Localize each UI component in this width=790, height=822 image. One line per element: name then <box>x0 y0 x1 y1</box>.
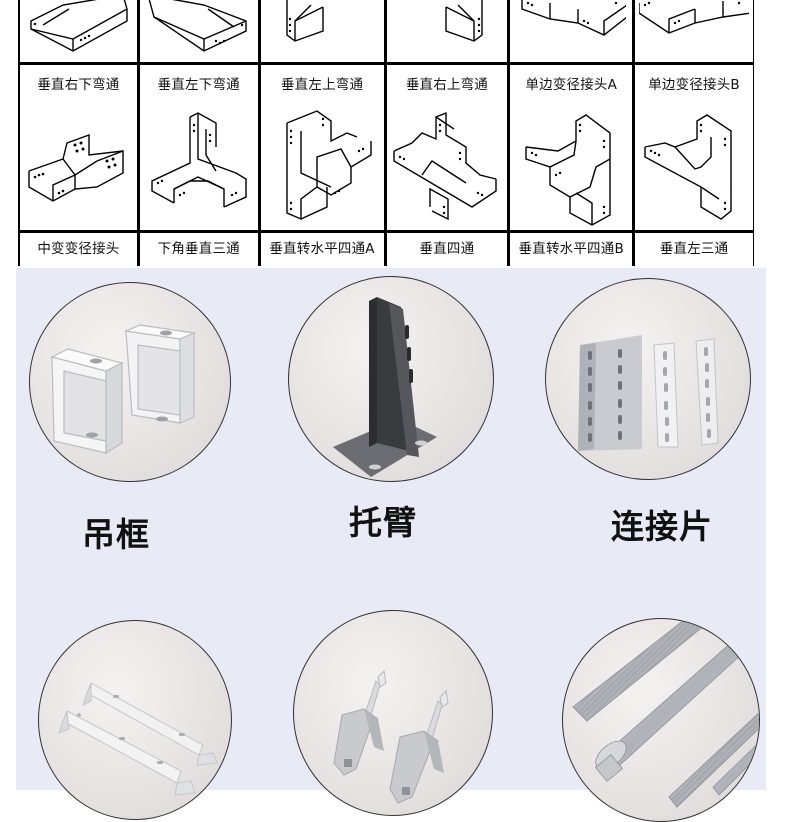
fitting-label: 单边变径接头A <box>525 77 618 93</box>
vertical-left-tee-icon <box>635 103 753 233</box>
fitting-label: 垂直左下弯通 <box>157 77 240 93</box>
fitting-cell: 垂直右上弯通 <box>386 0 511 103</box>
fitting-label: 垂直右下弯通 <box>37 77 120 93</box>
accessory-item <box>562 618 760 822</box>
fittings-table: 垂直右下弯通 垂直左下弯通 垂直左上弯通 垂直右上弯通 单边变径接头A <box>18 0 754 266</box>
fitting-cell: 垂直左上弯通 <box>260 0 387 103</box>
clamp-bolt-photo <box>293 610 493 816</box>
lower-corner-vertical-tee-icon <box>139 103 258 233</box>
fitting-label: 垂直转水平四通A <box>269 241 375 257</box>
accessories-panel: 吊框 托臂 连接片 <box>16 268 766 822</box>
fitting-label: 垂直四通 <box>419 241 475 257</box>
single-side-reducer-a-icon <box>510 0 633 65</box>
accessory-label: 连接片 <box>611 507 713 546</box>
fittings-row-1: 垂直右下弯通 垂直左下弯通 垂直左上弯通 垂直右上弯通 单边变径接头A <box>20 0 753 106</box>
accessory-label: 吊框 <box>82 515 150 554</box>
vertical-to-horizontal-cross-b-icon <box>510 103 633 233</box>
vertical-right-down-bend-icon <box>20 0 137 65</box>
fitting-cell: 垂直右下弯通 <box>20 0 140 103</box>
connecting-plate-photo <box>545 278 751 480</box>
fitting-label: 垂直转水平四通B <box>518 241 624 257</box>
fitting-cell: 垂直左下弯通 <box>139 0 261 103</box>
fitting-label: 垂直右上弯通 <box>405 77 489 93</box>
fitting-cell: 单边变径接头A <box>510 0 636 103</box>
hanger-frame-photo <box>29 282 231 482</box>
fitting-cell: 垂直四通 <box>386 103 511 266</box>
accessory-item <box>38 620 232 820</box>
fitting-label: 下角垂直三通 <box>157 241 240 257</box>
fitting-cell: 垂直转水平四通B <box>510 103 636 266</box>
fitting-cell: 单边变径接头B <box>635 0 753 103</box>
vertical-to-horizontal-cross-a-icon <box>260 103 384 233</box>
fitting-label: 垂直左上弯通 <box>280 77 364 93</box>
fitting-label: 中变变径接头 <box>37 241 120 257</box>
fitting-label: 单边变径接头B <box>648 77 740 93</box>
vertical-cross-icon <box>386 103 508 233</box>
accessory-item: 连接片 <box>545 278 751 548</box>
accessory-item: 吊框 <box>29 282 231 556</box>
vertical-right-up-bend-icon <box>386 0 508 65</box>
fitting-label: 垂直左三通 <box>659 241 729 257</box>
wall-bracket-photo <box>38 620 232 820</box>
accessory-item <box>293 610 493 816</box>
support-arm-photo <box>288 276 494 482</box>
accessory-item: 托臂 <box>288 276 494 544</box>
threaded-rod-photo <box>562 618 760 822</box>
fittings-row-2: 中变变径接头 下角垂直三通 垂直转水平四通A 垂直四通 垂直转水平四通B <box>20 103 753 266</box>
fitting-cell: 中变变径接头 <box>20 103 140 266</box>
vertical-left-down-bend-icon <box>139 0 258 65</box>
accessory-label: 托臂 <box>349 503 417 542</box>
vertical-left-up-bend-icon <box>260 0 384 65</box>
fitting-cell: 垂直转水平四通A <box>260 103 387 266</box>
fitting-cell: 垂直左三通 <box>635 103 753 266</box>
single-side-reducer-b-icon <box>635 0 753 65</box>
center-reducer-icon <box>20 103 137 233</box>
fitting-cell: 下角垂直三通 <box>139 103 261 266</box>
